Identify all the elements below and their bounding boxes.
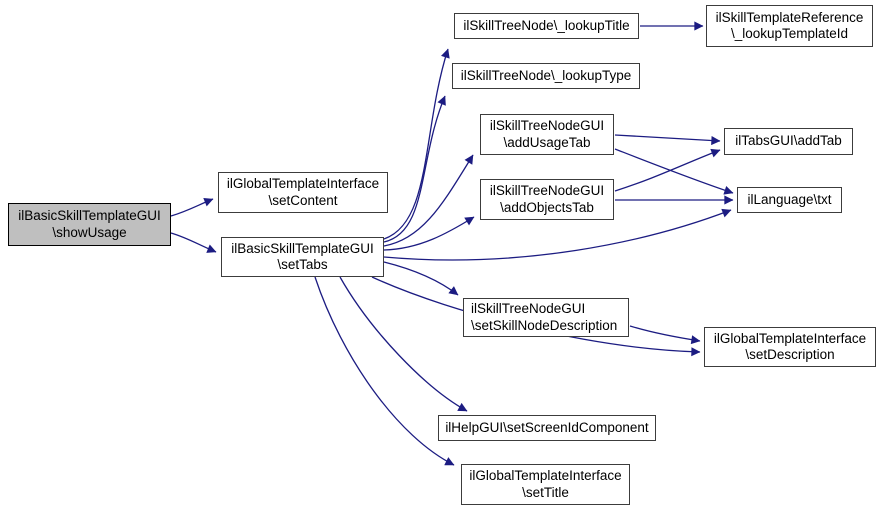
node-label: ilGlobalTemplateInterface: [226, 176, 380, 191]
edge-setTabs-setTitle: [314, 276, 455, 466]
node-label: \_lookupTemplateId: [730, 26, 849, 41]
node-label: \addUsageTab: [503, 134, 591, 150]
edge-addUsageTab-txt: [614, 148, 734, 195]
node-addUsageTab[interactable]: ilSkillTreeNodeGUI \addUsageTab: [480, 114, 614, 155]
node-label: ilSkillTreeNodeGUI: [489, 183, 605, 198]
node-label: \setTabs: [277, 257, 328, 272]
node-label: ilSkillTemplateReference: [715, 9, 864, 25]
edge-setTabs-addObjectsTab: [383, 216, 475, 251]
node-label: \showUsage: [52, 224, 127, 240]
node-label: ilSkillTreeNodeGUI: [471, 301, 586, 316]
edge-addUsageTab-addTab: [614, 134, 721, 146]
node-setSkillNodeDescription[interactable]: ilSkillTreeNodeGUI \setSkillNodeDescript…: [463, 298, 629, 337]
node-txt[interactable]: ilLanguage\txt: [737, 187, 842, 213]
node-label: \setDescription: [745, 347, 835, 362]
node-lookupTemplateId[interactable]: ilSkillTemplateReference \_lookupTemplat…: [706, 5, 873, 47]
node-lookupTitle[interactable]: ilSkillTreeNode\_lookupTitle: [454, 13, 639, 39]
node-setTitle[interactable]: ilGlobalTemplateInterface \setTitle: [461, 464, 630, 505]
node-addTab[interactable]: ilTabsGUI\addTab: [724, 128, 853, 155]
node-label: ilSkillTreeNode\_lookupType: [460, 67, 632, 83]
node-setScreenIdComponent[interactable]: ilHelpGUI\setScreenIdComponent: [438, 415, 656, 441]
node-label: ilBasicSkillTemplateGUI: [231, 240, 374, 256]
edge-setTabs-lookupType: [383, 95, 446, 243]
node-label: \setSkillNodeDescription: [471, 317, 618, 333]
edge-setSkillNodeDescription-setDescription: [629, 325, 701, 345]
edge-setTabs-lookupTitle: [383, 48, 450, 240]
node-label: ilSkillTreeNode\_lookupTitle: [463, 17, 630, 33]
node-label: ilSkillTreeNodeGUI: [489, 118, 605, 133]
node-setDescription[interactable]: ilGlobalTemplateInterface \setDescriptio…: [704, 327, 876, 367]
edge-showUsage-setContent: [170, 197, 214, 217]
edge-showUsage-setTabs: [170, 232, 217, 253]
node-addObjectsTab[interactable]: ilSkillTreeNodeGUI \addObjectsTab: [480, 179, 614, 220]
node-lookupType[interactable]: ilSkillTreeNode\_lookupType: [452, 63, 640, 89]
node-label: ilLanguage\txt: [747, 191, 832, 207]
node-label: ilGlobalTemplateInterface: [713, 330, 867, 346]
node-setTabs[interactable]: ilBasicSkillTemplateGUI \setTabs: [221, 237, 384, 277]
edge-setTabs-setScreenIdComponent: [339, 276, 468, 412]
node-label: ilBasicSkillTemplateGUI: [18, 208, 161, 223]
node-label: \setTitle: [522, 484, 569, 500]
edge-setTabs-txt: [383, 208, 732, 261]
node-showUsage[interactable]: ilBasicSkillTemplateGUI \showUsage: [8, 203, 171, 246]
node-label: ilTabsGUI\addTab: [735, 133, 842, 149]
edge-setTabs-setSkillNodeDescription: [383, 261, 459, 296]
edge-setTabs-addUsageTab: [383, 154, 474, 247]
node-label: ilHelpGUI\setScreenIdComponent: [445, 419, 649, 435]
edge-addObjectsTab-addTab: [614, 148, 721, 192]
node-label: ilGlobalTemplateInterface: [469, 468, 622, 483]
node-setContent[interactable]: ilGlobalTemplateInterface \setContent: [218, 172, 388, 213]
node-label: \setContent: [268, 192, 338, 208]
node-label: \addObjectsTab: [500, 199, 594, 215]
